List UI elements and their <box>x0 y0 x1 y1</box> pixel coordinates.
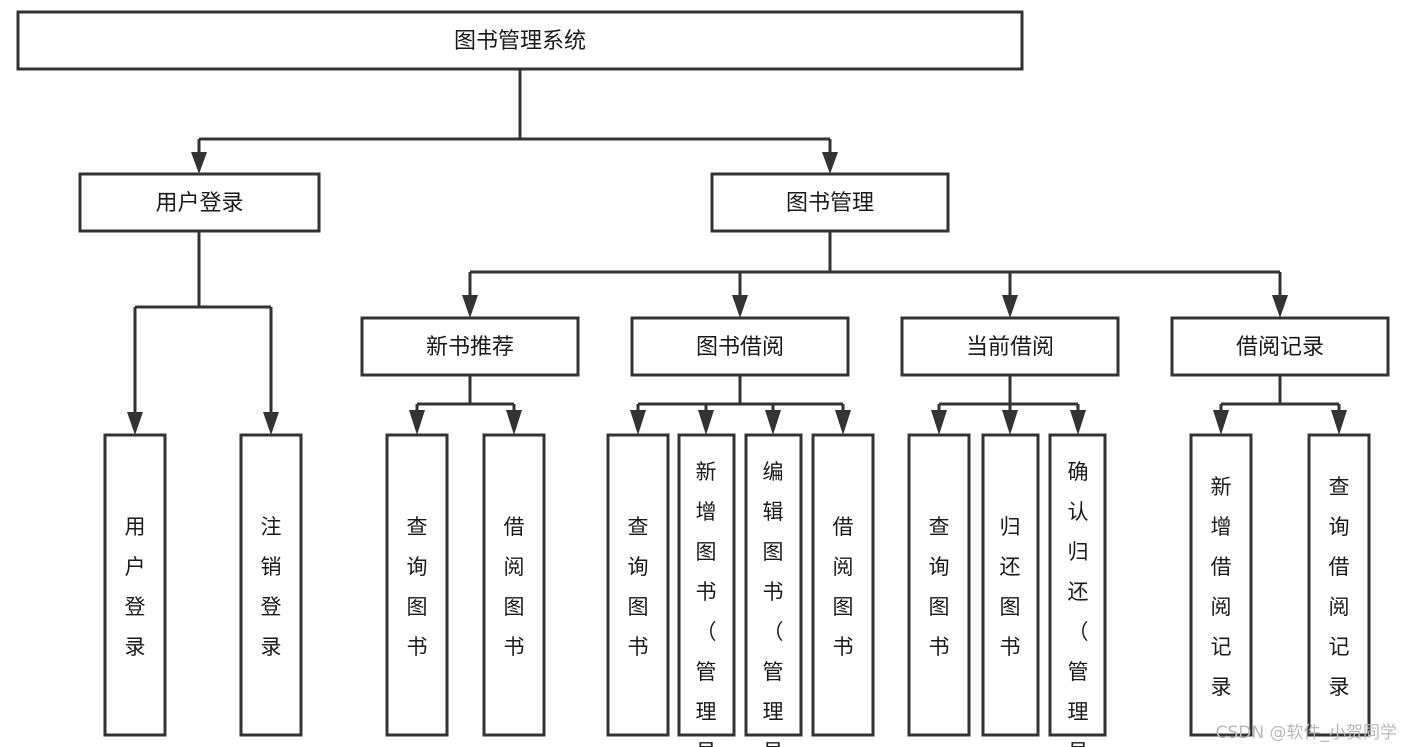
node-root-box[interactable] <box>16 10 1024 71</box>
node-leaf-confirm-return-label: 确认归还（管理员） <box>1068 460 1089 747</box>
node-leaf-user-logout-label: 注销登录 <box>261 515 282 659</box>
node-user-login[interactable]: 用户登录 <box>78 172 321 233</box>
node-leaf-add-book[interactable]: 新增图书（管理员） <box>677 433 736 747</box>
node-user-login-label: 用户登录 <box>155 191 243 216</box>
node-book-manage-label: 图书管理 <box>786 191 874 216</box>
node-leaf-return-book-box[interactable] <box>981 433 1040 737</box>
arrow-head-leaf-user-logout <box>263 412 279 435</box>
node-root-label: 图书管理系统 <box>454 29 586 54</box>
node-borrow-record-box[interactable] <box>1170 316 1390 377</box>
arrow-head-leaf-query-record <box>1331 410 1347 435</box>
node-leaf-user-login[interactable]: 用户登录 <box>103 433 167 737</box>
node-book-borrow[interactable]: 图书借阅 <box>630 316 850 377</box>
node-leaf-user-login-box[interactable] <box>103 433 167 737</box>
node-leaf-query-record[interactable]: 查询借阅记录 <box>1307 433 1371 737</box>
node-leaf-query-book-2-label: 查询图书 <box>628 515 649 659</box>
arrow-head-current-borrow <box>1002 295 1018 318</box>
node-leaf-add-book-box[interactable] <box>677 433 736 737</box>
node-user-login-box[interactable] <box>78 172 321 233</box>
node-leaf-confirm-return-box[interactable] <box>1048 433 1107 737</box>
arrow-head-book-borrow <box>732 295 748 318</box>
node-new-book-rec-label: 新书推荐 <box>426 335 514 360</box>
arrow-head-leaf-add-book <box>698 410 714 435</box>
node-leaf-query-book-1-label: 查询图书 <box>407 515 428 659</box>
csdn-watermark: CSDN @软件_小贺同学 <box>1215 723 1397 743</box>
node-current-borrow-label: 当前借阅 <box>966 335 1054 360</box>
node-leaf-add-record-box[interactable] <box>1189 433 1253 737</box>
node-leaf-borrow-book-1[interactable]: 借阅图书 <box>482 433 546 737</box>
node-leaf-confirm-return[interactable]: 确认归还（管理员） <box>1048 433 1107 747</box>
node-book-manage[interactable]: 图书管理 <box>710 172 950 233</box>
node-leaf-query-book-3-label: 查询图书 <box>929 515 950 659</box>
node-new-book-rec[interactable]: 新书推荐 <box>360 316 580 377</box>
arrow-head-leaf-query-book-2 <box>630 410 646 435</box>
node-leaf-user-login-label: 用户登录 <box>125 515 146 659</box>
node-book-manage-box[interactable] <box>710 172 950 233</box>
arrow-head-leaf-edit-book <box>765 410 781 435</box>
node-leaf-query-book-1[interactable]: 查询图书 <box>385 433 449 737</box>
arrow-head-leaf-user-login <box>127 412 143 435</box>
node-leaf-user-logout[interactable]: 注销登录 <box>239 433 303 737</box>
node-leaf-query-book-2-box[interactable] <box>606 433 670 737</box>
node-leaf-query-book-3-box[interactable] <box>907 433 971 737</box>
node-leaf-edit-book-label: 编辑图书（管理员） <box>763 460 784 747</box>
arrow-head-leaf-borrow-book-2 <box>835 410 851 435</box>
node-leaf-borrow-book-2[interactable]: 借阅图书 <box>811 433 875 737</box>
node-leaf-borrow-book-2-label: 借阅图书 <box>833 515 854 659</box>
node-book-borrow-box[interactable] <box>630 316 850 377</box>
node-root[interactable]: 图书管理系统 <box>16 10 1024 71</box>
arrow-head-book-manage <box>822 152 838 174</box>
node-leaf-return-book[interactable]: 归还图书 <box>981 433 1040 737</box>
node-leaf-query-book-2[interactable]: 查询图书 <box>606 433 670 737</box>
node-leaf-query-record-box[interactable] <box>1307 433 1371 737</box>
node-leaf-query-book-1-box[interactable] <box>385 433 449 737</box>
node-leaf-edit-book-box[interactable] <box>744 433 803 737</box>
node-leaf-borrow-book-2-box[interactable] <box>811 433 875 737</box>
node-leaf-add-record[interactable]: 新增借阅记录 <box>1189 433 1253 737</box>
leaf-layer: 用户登录 注销登录 查询图书 借阅图书 查询图书 新增图书（管理员） <box>103 433 1371 747</box>
node-borrow-record-label: 借阅记录 <box>1236 335 1324 360</box>
node-leaf-add-record-label: 新增借阅记录 <box>1211 475 1232 699</box>
arrow-head-new-book-rec <box>462 295 478 318</box>
node-borrow-record[interactable]: 借阅记录 <box>1170 316 1390 377</box>
arrow-head-user-login <box>191 152 207 174</box>
node-leaf-borrow-book-1-box[interactable] <box>482 433 546 737</box>
arrow-head-leaf-add-record <box>1213 410 1229 435</box>
arrow-head-leaf-query-book-1 <box>409 410 425 435</box>
node-new-book-rec-box[interactable] <box>360 316 580 377</box>
node-leaf-user-logout-box[interactable] <box>239 433 303 737</box>
node-leaf-borrow-book-1-label: 借阅图书 <box>504 515 525 659</box>
arrow-head-leaf-borrow-book-1 <box>506 410 522 435</box>
node-leaf-add-book-label: 新增图书（管理员） <box>696 460 717 747</box>
arrow-head-leaf-query-book-3 <box>931 410 947 435</box>
node-leaf-query-record-label: 查询借阅记录 <box>1329 475 1350 699</box>
node-leaf-return-book-label: 归还图书 <box>1000 515 1021 659</box>
node-book-borrow-label: 图书借阅 <box>696 335 784 360</box>
connector-layer <box>127 69 1347 435</box>
arrow-head-borrow-record <box>1272 295 1288 318</box>
arrow-head-leaf-return-book <box>1002 410 1018 435</box>
node-current-borrow-box[interactable] <box>900 316 1120 377</box>
node-current-borrow[interactable]: 当前借阅 <box>900 316 1120 377</box>
node-leaf-edit-book[interactable]: 编辑图书（管理员） <box>744 433 803 747</box>
arrow-head-leaf-confirm-return <box>1070 410 1086 435</box>
node-leaf-query-book-3[interactable]: 查询图书 <box>907 433 971 737</box>
